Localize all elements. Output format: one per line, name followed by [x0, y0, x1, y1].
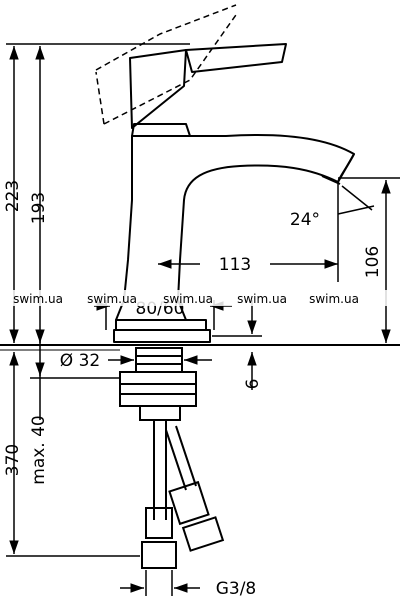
base-plate	[115, 319, 207, 331]
label-spout-angle: 24°	[290, 210, 320, 230]
watermark-2: swim.ua	[87, 292, 137, 306]
lever-cap	[131, 123, 191, 137]
watermark-5: swim.ua	[309, 292, 359, 306]
hose-straight	[153, 420, 167, 520]
watermark-3: swim.ua	[163, 292, 213, 306]
lever-handle	[129, 49, 187, 129]
dim-arc-24	[337, 185, 375, 215]
fixing-nut	[119, 371, 197, 407]
threaded-shank	[135, 347, 183, 373]
spout	[115, 133, 355, 321]
dimension-labels: 223 193 24° 113 106 80/60 6 Ø 32 370 max…	[3, 180, 383, 599]
label-base-clearance: 6	[243, 379, 263, 390]
hose-nut-bent	[181, 516, 225, 552]
label-spout-height: 193	[29, 192, 49, 224]
label-hole-diameter: Ø 32	[60, 351, 100, 371]
lever-arm	[185, 43, 287, 73]
hose-connector-bent	[168, 480, 210, 526]
hose-bent	[165, 425, 197, 491]
under-counter-fixing	[119, 347, 225, 569]
label-spout-reach: 113	[219, 255, 251, 275]
label-below-counter: 370	[3, 444, 23, 476]
hose-connector-straight	[145, 507, 173, 539]
label-outlet-height: 106	[363, 246, 383, 278]
lever-dashed-outline	[95, 4, 239, 125]
label-max-thickness: max. 40	[29, 415, 49, 484]
hose-nut-straight	[141, 541, 177, 569]
watermarks: swim.ua swim.ua swim.ua swim.ua swim.ua	[12, 290, 398, 306]
label-total-height: 223	[3, 180, 23, 212]
watermark-1: swim.ua	[13, 292, 63, 306]
faucet-body	[95, 4, 355, 343]
spout-tip	[321, 153, 355, 185]
fixing-washer	[139, 405, 181, 421]
watermark-4: swim.ua	[237, 292, 287, 306]
base-ring	[113, 329, 211, 343]
label-thread: G3/8	[216, 579, 257, 599]
